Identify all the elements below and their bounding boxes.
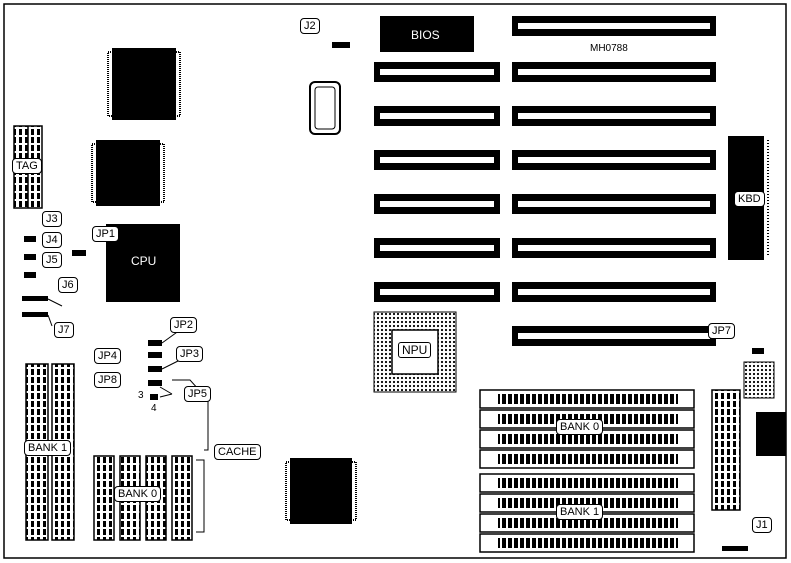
cache-chips (93, 455, 193, 541)
j1-label: J1 (752, 517, 772, 533)
jp8-label: JP8 (94, 372, 121, 388)
jp3-label: JP3 (176, 346, 203, 362)
kbd-label: KBD (734, 191, 765, 207)
bios-label: BIOS (408, 28, 443, 42)
jp4-label: JP4 (94, 348, 121, 364)
isa-slots-left (374, 62, 500, 302)
pin-3-label: 3 (138, 390, 144, 401)
cache-bracket (196, 459, 205, 533)
bank0-right-label: BANK 0 (556, 419, 604, 435)
bank0-left-label: BANK 0 (114, 486, 162, 502)
simm-contacts (498, 394, 678, 548)
jp5-label: JP5 (184, 386, 211, 402)
isa-slot-gaps-right (518, 23, 710, 339)
j4-label: J4 (42, 232, 62, 248)
npu-label: NPU (398, 342, 432, 358)
bank1-left-label: BANK 1 (24, 440, 72, 456)
jp1-label: JP1 (92, 226, 119, 242)
jumper-blocks (22, 42, 764, 551)
mid-chip (91, 140, 165, 206)
jp2-label: JP2 (170, 317, 197, 333)
board-outline (3, 3, 787, 559)
board-model-label: MH0788 (590, 43, 628, 54)
isa-slot-gaps-left (380, 69, 494, 295)
pin-4-label: 4 (151, 403, 157, 414)
isa-slots-right (512, 16, 716, 346)
power-connector (711, 361, 786, 511)
j2-label: J2 (300, 18, 320, 34)
j5-label: J5 (42, 252, 62, 268)
cpu-label: CPU (128, 254, 160, 268)
j7-label: J7 (54, 322, 74, 338)
j6-label: J6 (58, 277, 78, 293)
oscillator (309, 81, 341, 135)
jp7-label: JP7 (708, 323, 735, 339)
tag-label: TAG (12, 158, 42, 174)
cache-label: CACHE (214, 444, 261, 460)
j3-label: J3 (42, 211, 62, 227)
bottom-chip (285, 458, 357, 524)
bank1-right-label: BANK 1 (556, 504, 604, 520)
top-chip (107, 48, 181, 120)
